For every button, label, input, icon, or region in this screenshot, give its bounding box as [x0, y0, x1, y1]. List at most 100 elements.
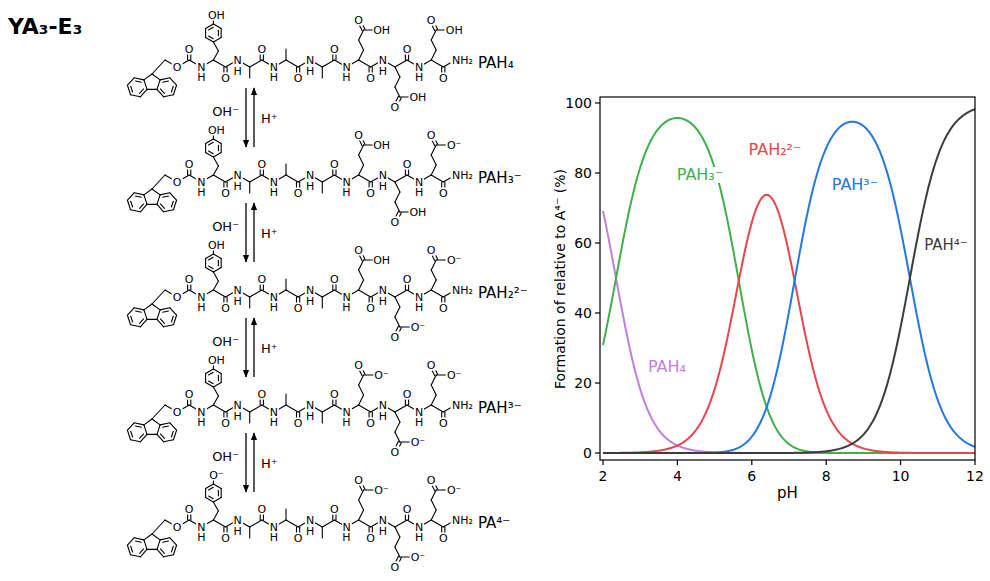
bond-line — [359, 290, 371, 297]
bond-line — [136, 311, 142, 312]
bond-line — [171, 431, 173, 437]
equilibrium-arrow — [245, 433, 246, 492]
bond-line — [134, 423, 144, 425]
bond-line — [209, 381, 214, 384]
atom-label: H — [196, 187, 206, 198]
atom-label: N — [378, 55, 388, 66]
tick-mark — [900, 460, 901, 465]
bond-line — [260, 55, 261, 61]
species-label: PAH₄ — [478, 56, 514, 71]
atom-label: H — [269, 417, 279, 428]
atom-label: H — [232, 526, 242, 537]
species-label: PA⁴⁻ — [478, 516, 510, 531]
bond-line — [152, 534, 160, 540]
reagent-label: H⁺ — [260, 226, 279, 239]
atom-label: H — [305, 66, 315, 77]
bond-line — [213, 387, 218, 396]
atom-label: O — [293, 73, 304, 84]
bond-line — [131, 210, 141, 212]
bond-line — [163, 426, 169, 427]
bond-line — [140, 319, 147, 326]
atom-label: H — [378, 526, 388, 537]
bond-line — [182, 60, 189, 64]
bond-line — [221, 144, 222, 153]
bond-line — [242, 178, 249, 182]
bond-line — [431, 395, 436, 405]
atom-label: O — [220, 73, 231, 84]
atom-label: O — [426, 245, 437, 256]
bond-line — [213, 139, 221, 144]
atom-label: H — [305, 296, 315, 307]
reagent-label: OH⁻ — [211, 449, 240, 462]
curve-label: PAH₂²⁻ — [747, 142, 804, 158]
bond-line — [213, 502, 218, 511]
bond-line — [173, 545, 176, 555]
bond-line — [260, 515, 261, 521]
atom-label: N — [305, 170, 315, 181]
bond-line — [170, 78, 177, 85]
atom-label: H — [269, 302, 279, 313]
bond-line — [164, 210, 174, 212]
bond-line — [206, 60, 213, 64]
bond-line — [315, 63, 322, 67]
bond-line — [140, 89, 144, 93]
molecule-drawing — [127, 21, 450, 103]
bond-line — [144, 534, 152, 540]
bond-line — [164, 440, 174, 442]
bond-line — [388, 293, 395, 297]
bond-line — [127, 85, 130, 95]
bond-line — [359, 260, 364, 270]
atom-label: O⁻ — [373, 485, 389, 496]
bond-line — [359, 520, 371, 527]
bond-line — [408, 55, 409, 61]
bond-line — [395, 405, 407, 412]
atom-label: O — [220, 533, 231, 544]
x-tick-label: 4 — [673, 469, 682, 483]
bond-line — [359, 40, 364, 50]
bond-line — [127, 545, 130, 555]
bond-line — [163, 541, 169, 542]
tick-mark — [595, 382, 600, 383]
atom-label: O — [256, 389, 267, 400]
bond-line — [213, 520, 225, 527]
molecule-structure: PAH³⁻OONHOHONHONHONHONHOO⁻ONHOO⁻ONHOO⁻ON… — [120, 379, 550, 431]
bond-line — [187, 170, 188, 176]
atom-label: H — [196, 302, 206, 313]
atom-label: H — [232, 411, 242, 422]
bond-line — [332, 55, 333, 61]
atom-label: N — [378, 400, 388, 411]
bond-line — [182, 290, 189, 294]
atom-label: H — [269, 532, 279, 543]
atom-label: H — [414, 417, 424, 428]
atom-label: O — [426, 15, 437, 26]
bond-line — [173, 200, 176, 210]
species-curve — [603, 118, 975, 453]
bond-line — [213, 153, 221, 158]
bond-line — [242, 293, 249, 297]
atom-label: O — [329, 159, 340, 170]
tick-mark — [751, 460, 752, 465]
bond-line — [405, 285, 406, 291]
bond-line — [157, 204, 164, 211]
bond-line — [131, 555, 141, 557]
bond-line — [187, 400, 188, 406]
bond-line — [322, 412, 323, 423]
bond-line — [134, 78, 144, 80]
bond-line — [144, 195, 147, 205]
atom-label: O — [172, 407, 183, 418]
atom-label: O — [402, 44, 413, 55]
bond-line — [213, 166, 218, 175]
bond-line — [279, 175, 286, 179]
bond-line — [182, 405, 189, 409]
atom-label: N — [232, 515, 242, 526]
bond-line — [249, 412, 250, 423]
species-label: PAH₂²⁻ — [478, 286, 528, 301]
bond-line — [209, 142, 214, 145]
bond-line — [157, 434, 164, 441]
bond-line — [405, 400, 406, 406]
bond-line — [263, 170, 264, 176]
bond-line — [436, 259, 446, 260]
bond-line — [285, 394, 286, 405]
bond-line — [127, 200, 130, 210]
bond-line — [431, 145, 436, 155]
